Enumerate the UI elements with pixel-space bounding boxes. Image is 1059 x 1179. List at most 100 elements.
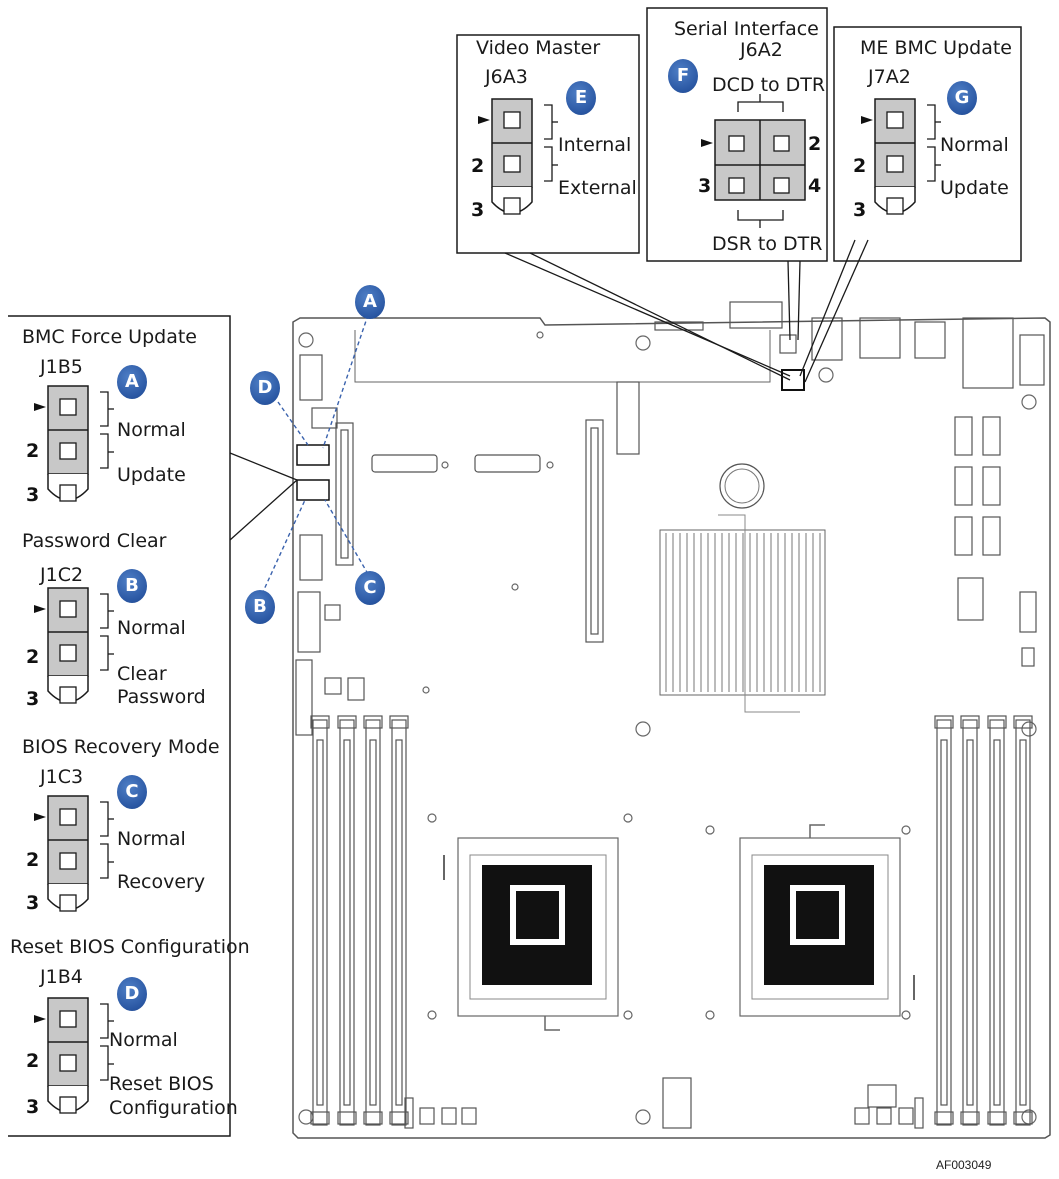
- badge-d-board: D: [250, 371, 280, 405]
- badge-c-panel: C: [117, 775, 147, 809]
- badge-a-panel: A: [117, 365, 147, 399]
- video-master-pin3: 3: [471, 199, 485, 221]
- dimm-latch: [363, 1111, 383, 1125]
- bmc-force-update-update-label: Update: [117, 464, 186, 486]
- video-master-pin2: 2: [471, 155, 485, 177]
- reset-bios-reset-label: Reset BIOS: [109, 1073, 214, 1095]
- password-clear-normal-label: Normal: [117, 617, 186, 639]
- badge-f-panel: F: [668, 59, 698, 93]
- bmc-force-update-title: BMC Force Update: [22, 326, 197, 348]
- reset-bios-normal-label: Normal: [109, 1029, 178, 1051]
- dimm-latch: [310, 715, 330, 729]
- panel-me-box: [833, 26, 1022, 262]
- password-clear-clear-label: Clear: [117, 663, 167, 685]
- badge-e-panel: E: [566, 81, 596, 115]
- jumper-j1c2: [34, 587, 114, 704]
- board-outline: [292, 317, 1051, 1139]
- dimm-latch: [1013, 715, 1033, 729]
- dimm-latch: [389, 1111, 409, 1125]
- dimm-latch: [337, 1111, 357, 1125]
- dimm-latch: [987, 1111, 1007, 1125]
- jumper-j1b4: [34, 997, 114, 1114]
- dimm-slot: [989, 719, 1005, 1126]
- bios-recovery-recovery-label: Recovery: [117, 871, 206, 893]
- bmc-force-update-normal-label: Normal: [117, 419, 186, 441]
- bmc-force-update-pin2: 2: [26, 440, 40, 462]
- password-clear-pin3: 3: [26, 688, 40, 710]
- jumper-j6a3: [478, 98, 558, 215]
- figure-id-caption: AF003049: [936, 1158, 992, 1172]
- cpu-socket-1: [443, 837, 619, 1031]
- front-panel-headers: [295, 354, 365, 736]
- dimm-latch: [987, 715, 1007, 729]
- badge-a-board: A: [355, 285, 385, 319]
- dimm-slot: [312, 719, 328, 1126]
- serial-interface-dcd-label: DCD to DTR: [712, 74, 826, 96]
- dimm-latch: [310, 1111, 330, 1125]
- me-bmc-update-connector: J7A2: [868, 66, 911, 88]
- serial-interface-title: Serial Interface: [674, 18, 819, 40]
- badge-b-panel: B: [117, 569, 147, 603]
- chipset-heatsink: [659, 529, 826, 696]
- reset-bios-connector: J1B4: [40, 966, 83, 988]
- panel-left-box: [8, 315, 231, 1137]
- serial-interface-pin2: 2: [808, 133, 822, 155]
- dimm-latch: [960, 715, 980, 729]
- bmc-force-update-pin3: 3: [26, 484, 40, 506]
- power-connectors: [662, 577, 1037, 1129]
- mounting-holes: [298, 331, 1037, 1125]
- dimm-slot-inner: [966, 739, 974, 1106]
- pcie-slots: [335, 381, 640, 643]
- me-bmc-update-update-label: Update: [940, 177, 1009, 199]
- reset-bios-configuration-label: Configuration: [109, 1097, 238, 1119]
- bios-recovery-title: BIOS Recovery Mode: [22, 736, 220, 758]
- dimm-latch: [363, 715, 383, 729]
- reset-bios-title: Reset BIOS Configuration: [10, 936, 250, 958]
- dimm-slot-inner: [369, 739, 377, 1106]
- bios-recovery-normal-label: Normal: [117, 828, 186, 850]
- badge-b-board: B: [245, 590, 275, 624]
- dimm-latch: [389, 715, 409, 729]
- video-master-connector: J6A3: [485, 66, 528, 88]
- video-master-internal-label: Internal: [558, 134, 632, 156]
- badge-g-panel: G: [947, 81, 977, 115]
- reset-bios-pin3: 3: [26, 1096, 40, 1118]
- panel-video-box: [456, 34, 640, 254]
- bios-recovery-pin3: 3: [26, 892, 40, 914]
- dimm-slot-inner: [316, 739, 324, 1106]
- jumper-cluster-left: [296, 444, 330, 501]
- serial-jumper-j6a2: [701, 94, 806, 228]
- dimm-slot: [1015, 719, 1031, 1126]
- dimm-latch: [934, 1111, 954, 1125]
- sata-ports: [954, 416, 1001, 556]
- rear-io: [654, 301, 1045, 391]
- dimm-slot-inner: [1019, 739, 1027, 1106]
- dimm-latch: [1013, 1111, 1033, 1125]
- password-clear-pin2: 2: [26, 646, 40, 668]
- dimm-slot: [365, 719, 381, 1126]
- jumper-j7a2: [861, 98, 941, 215]
- dimm-latch: [960, 1111, 980, 1125]
- bios-recovery-pin2: 2: [26, 849, 40, 871]
- dimm-slot: [936, 719, 952, 1126]
- dimm-slot: [339, 719, 355, 1126]
- video-master-title: Video Master: [476, 37, 601, 59]
- dimm-slot-inner: [940, 739, 948, 1106]
- badge-d-panel: D: [117, 977, 147, 1011]
- jumper-j1b5: [34, 385, 114, 502]
- cpu-socket-2: [739, 824, 915, 1017]
- password-clear-connector: J1C2: [40, 564, 84, 586]
- dimm-slots-right: [934, 715, 1033, 1126]
- me-bmc-update-pin2: 2: [853, 155, 867, 177]
- serial-interface-dsr-label: DSR to DTR: [712, 233, 823, 255]
- password-clear-title: Password Clear: [22, 530, 167, 552]
- cmos-battery: [719, 463, 765, 509]
- jumper-j1c3: [34, 795, 114, 912]
- leader-lines: [229, 239, 869, 541]
- callout-dashed-lines: [261, 314, 369, 595]
- me-bmc-update-title: ME BMC Update: [860, 37, 1012, 59]
- dimm-slot: [391, 719, 407, 1126]
- serial-interface-pin3: 3: [698, 175, 712, 197]
- dimm-latch: [337, 715, 357, 729]
- dimm-slot-inner: [993, 739, 1001, 1106]
